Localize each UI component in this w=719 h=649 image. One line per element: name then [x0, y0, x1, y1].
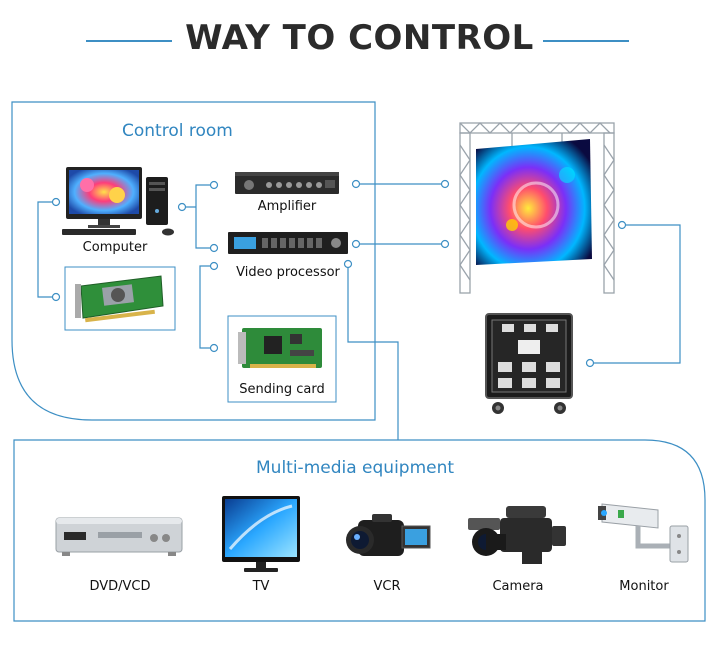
camera-label: Camera	[492, 579, 544, 594]
wire-node	[617, 220, 627, 230]
dvd-player-icon	[55, 517, 183, 556]
flight-case-icon	[485, 313, 573, 414]
wire-node	[351, 239, 361, 249]
control-room-frame	[11, 101, 376, 421]
sending-card-frame	[227, 315, 337, 403]
page-title: WAY TO CONTROL	[185, 18, 534, 58]
wire-node	[51, 292, 61, 302]
multimedia-label: Multi-media equipment	[256, 458, 455, 478]
control-room-label: Control room	[122, 121, 233, 141]
title-rule-left	[86, 40, 172, 42]
sending-card-label: Sending card	[239, 382, 325, 397]
vcr-icon	[346, 514, 431, 556]
wire-node	[585, 358, 595, 368]
dvd-label: DVD/VCD	[89, 579, 151, 594]
video-processor-icon	[228, 232, 348, 254]
multimedia-frame	[13, 439, 706, 622]
monitor-camera-icon	[598, 503, 689, 563]
wire-screen-case	[590, 224, 681, 364]
wire-computer-devices	[182, 184, 214, 249]
wire-node	[209, 243, 219, 253]
wire-node	[209, 343, 219, 353]
wire-node	[440, 239, 450, 249]
sending-card-icon	[238, 328, 322, 368]
wire-node	[351, 179, 361, 189]
tv-icon	[222, 496, 300, 572]
wire-node	[343, 259, 353, 269]
led-screen-icon	[459, 122, 615, 294]
title-rule-right	[543, 40, 629, 42]
wire-processor-card	[199, 265, 214, 349]
video-processor-label: Video processor	[236, 265, 340, 280]
vcr-label: VCR	[373, 579, 401, 594]
wire-node	[177, 202, 187, 212]
amplifier-label: Amplifier	[257, 199, 317, 214]
monitor-label: Monitor	[619, 579, 669, 594]
tv-label: TV	[252, 579, 270, 594]
graphics-card-icon	[75, 275, 164, 323]
graphics-card-frame	[64, 266, 176, 331]
amplifier-icon	[235, 172, 339, 194]
wire-processor-multimedia	[347, 264, 399, 440]
wire-node	[209, 180, 219, 190]
wire-node	[440, 179, 450, 189]
wire-node	[209, 261, 219, 271]
computer-icon	[62, 167, 174, 236]
computer-label: Computer	[82, 240, 148, 255]
wire-node	[51, 197, 61, 207]
camera-icon	[468, 506, 566, 564]
wire-computer-card	[37, 201, 56, 298]
